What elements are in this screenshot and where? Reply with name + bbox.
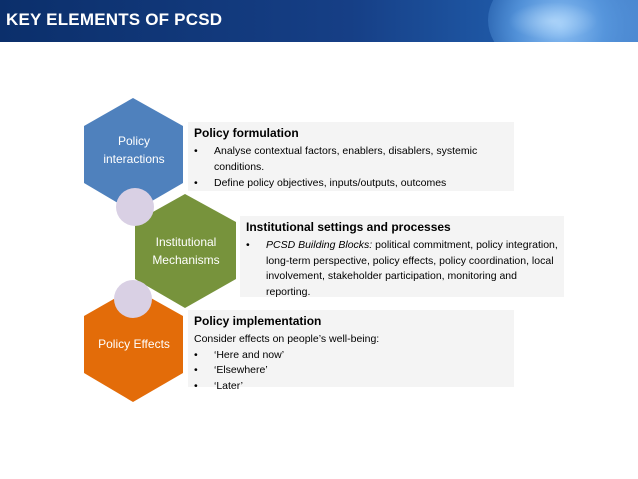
bullet-dot: •	[194, 364, 198, 376]
hexagon-label-line: Mechanisms	[152, 253, 220, 267]
hexagon-label-line: Institutional	[155, 235, 217, 249]
panel-institutional-settings: Institutional settings and processes • P…	[240, 216, 564, 300]
bullet-dot: •	[194, 379, 198, 392]
panel-policy-implementation: Policy implementation Consider effects o…	[188, 310, 514, 392]
page-title: KEY ELEMENTS OF PCSD	[6, 10, 223, 29]
bullet-text: ‘Here and now’	[214, 348, 285, 361]
bullet-text: ‘Elsewhere’	[214, 364, 268, 376]
hexagon-policy-effects	[84, 288, 183, 402]
bullet-item: • Analyse contextual factors, enablers, …	[194, 144, 514, 175]
bullet-text: Define policy objectives, inputs/outputs…	[214, 177, 447, 189]
bullet-text: ‘Later’	[214, 379, 243, 392]
hexagon-policy-interactions	[84, 98, 183, 212]
header-bar: KEY ELEMENTS OF PCSD	[0, 0, 638, 42]
bullet-item: • ‘Here and now’	[194, 348, 514, 364]
panel-title: Policy formulation	[194, 126, 299, 140]
bullet-dot: •	[194, 177, 198, 189]
bullet-item: • Define policy objectives, inputs/outpu…	[194, 176, 514, 192]
panel-title: Institutional settings and processes	[246, 220, 451, 234]
bullet-item: • PCSD Building Blocks: political commit…	[246, 238, 564, 300]
connector-circle-top	[116, 188, 154, 226]
connector-circle-bottom	[114, 280, 152, 318]
bullet-text: Analyse contextual factors, enablers, di…	[214, 145, 478, 173]
panel-title: Policy implementation	[194, 314, 322, 328]
hexagon-label-policy-interactions: Policy interactions	[88, 132, 180, 168]
hexagon-label-line: interactions	[103, 152, 165, 166]
hexagon-institutional-mechanisms	[135, 194, 236, 308]
bullet-text: political commitment, policy integration…	[266, 239, 558, 298]
hexagon-label-line: Policy	[117, 134, 150, 148]
hexagon-label-institutional-mechanisms: Institutional Mechanisms	[138, 233, 234, 269]
hexagon-label-policy-effects: Policy Effects	[86, 335, 182, 353]
hexagon-label-line: Policy Effects	[98, 337, 170, 351]
bullet-item: • ‘Later’	[194, 379, 514, 395]
panel-policy-formulation: Policy formulation • Analyse contextual …	[188, 122, 514, 191]
light-decoration	[508, 2, 598, 40]
bullet-dot: •	[246, 239, 250, 251]
bullet-text-italic: PCSD Building Blocks:	[266, 239, 373, 251]
bullet-dot: •	[194, 145, 198, 157]
panel-intro: Consider effects on people’s well-being:	[194, 333, 380, 345]
bullet-item: • ‘Elsewhere’	[194, 363, 514, 379]
bullet-dot: •	[194, 348, 198, 361]
